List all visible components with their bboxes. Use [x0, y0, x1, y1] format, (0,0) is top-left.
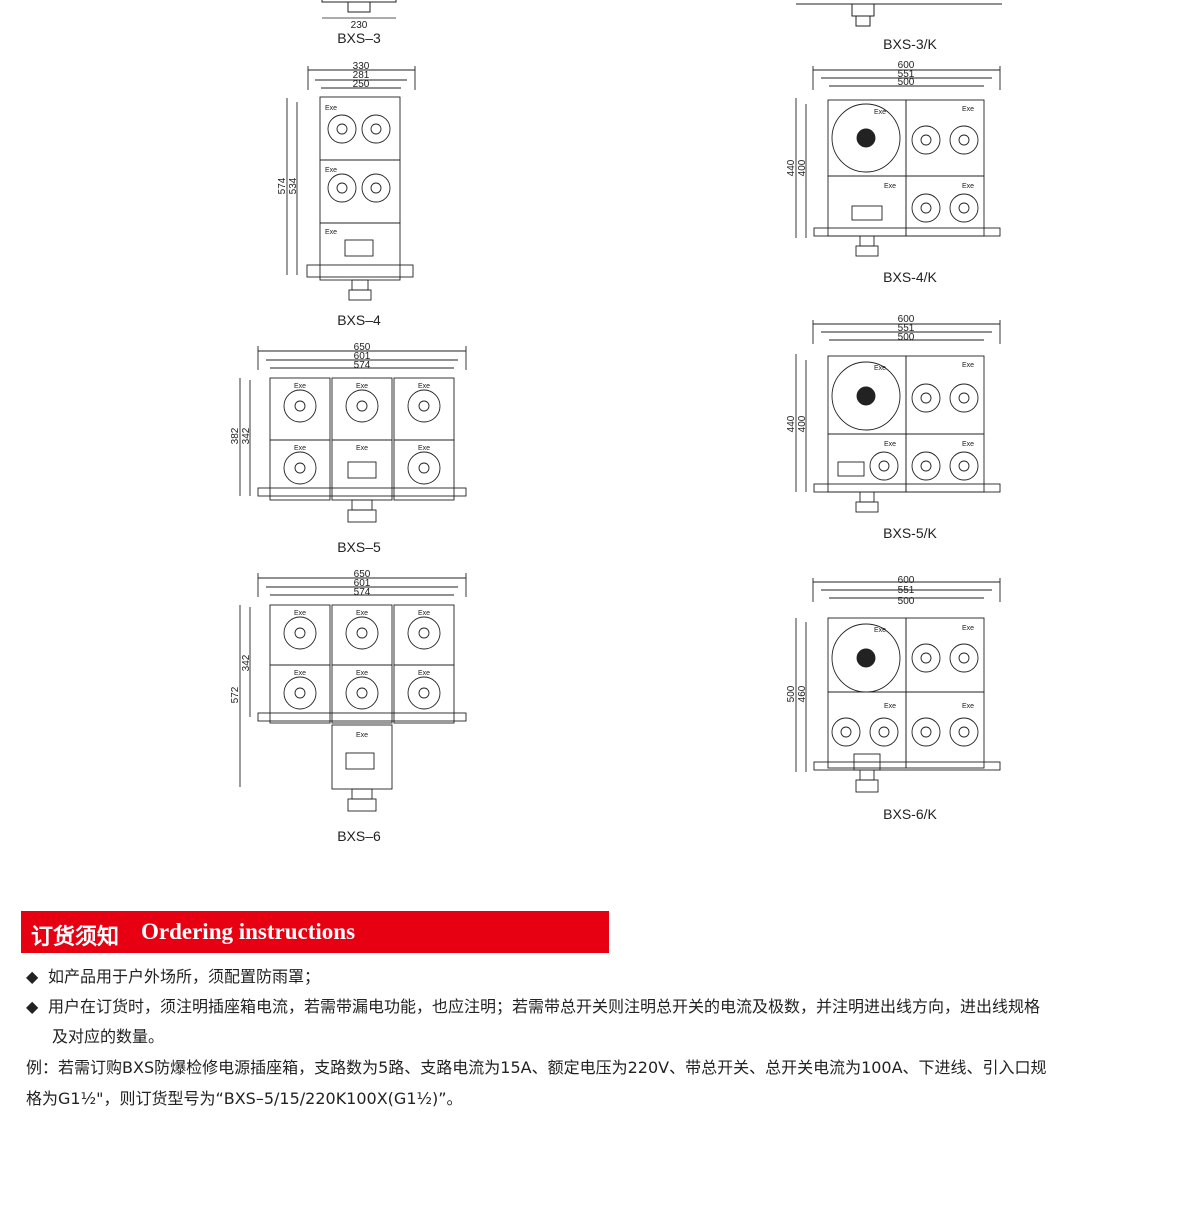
dim-text: 551: [898, 585, 915, 596]
figure-label: BXS-3/K: [883, 36, 937, 52]
exe-mark: Exe: [884, 183, 896, 190]
exe-mark: Exe: [418, 445, 430, 452]
dim-text: 500: [898, 332, 915, 343]
dim-text: 572: [230, 686, 241, 703]
exe-mark: Exe: [962, 625, 974, 632]
exe-mark: Exe: [962, 362, 974, 369]
figure-bxs-4k: 600 551 500 440 400 Exe Exe Exe Exe: [784, 60, 1006, 264]
ordering-item-text: 如产品用于户外场所，须配置防雨罩；: [48, 967, 321, 986]
dim-text: 534: [288, 177, 299, 194]
figure-label: BXS-6/K: [883, 806, 937, 822]
dim-text: 500: [786, 685, 797, 702]
figure-bxs-3: 230: [318, 0, 400, 31]
exe-mark: Exe: [884, 441, 896, 448]
dim-text: 382: [230, 427, 241, 444]
figure-label: BXS–4: [337, 312, 381, 328]
figure-label: BXS–3: [337, 30, 381, 46]
dim-text: 230: [351, 20, 368, 31]
figure-label: BXS-5/K: [883, 525, 937, 541]
ordering-banner: 订货须知 Ordering instructions: [21, 911, 609, 953]
dim-text: 330: [353, 61, 370, 72]
bullet-icon: ◆: [26, 967, 39, 986]
dim-text: 551: [898, 323, 915, 334]
dim-text: 600: [898, 575, 915, 586]
dim-text: 500: [898, 77, 915, 88]
ordering-item-2: ◆ 用户在订货时，须注明插座箱电流，若需带漏电功能，也应注明；若需带总开关则注明总…: [26, 992, 1040, 1022]
dim-text: 574: [354, 587, 371, 598]
dim-text: 600: [898, 314, 915, 325]
ordering-item-1: ◆ 如产品用于户外场所，须配置防雨罩；: [26, 962, 320, 992]
figure-bxs-4: 330 281 250 574 534 Exe Exe Exe: [275, 60, 420, 310]
figure-bxs-6k: 600 551 500 500 460 Exe Exe Exe Exe: [784, 572, 1006, 804]
dim-text: 440: [786, 415, 797, 432]
figure-bxs-3k: [796, 0, 1002, 30]
dim-text: 460: [797, 685, 808, 702]
dim-text: 650: [354, 342, 371, 353]
dim-text: 400: [797, 159, 808, 176]
dim-text: 601: [354, 351, 371, 362]
exe-mark: Exe: [325, 167, 337, 174]
exe-mark: Exe: [356, 670, 368, 677]
dim-text: 440: [786, 159, 797, 176]
ordering-title-en: Ordering instructions: [141, 919, 356, 944]
figure-label: BXS–5: [337, 539, 381, 555]
exe-mark: Exe: [294, 383, 306, 390]
figure-bxs-6: 650 601 574 342 572 Exe Exe Exe Exe Exe …: [228, 567, 470, 817]
exe-mark: Exe: [962, 703, 974, 710]
dim-text: 400: [797, 415, 808, 432]
exe-mark: Exe: [874, 365, 886, 372]
exe-mark: Exe: [962, 183, 974, 190]
exe-mark: Exe: [356, 383, 368, 390]
ordering-example-line-1: 例：若需订购BXS防爆检修电源插座箱，支路数为5路、支路电流为15A、额定电压为…: [26, 1058, 1047, 1077]
figure-label: BXS-4/K: [883, 269, 937, 285]
figure-label: BXS–6: [337, 828, 381, 844]
exe-mark: Exe: [356, 732, 368, 739]
dim-text: 650: [354, 569, 371, 580]
exe-mark: Exe: [874, 627, 886, 634]
exe-mark: Exe: [356, 445, 368, 452]
dim-text: 574: [354, 360, 371, 371]
exe-mark: Exe: [294, 610, 306, 617]
dim-text: 342: [241, 427, 252, 444]
exe-mark: Exe: [884, 703, 896, 710]
exe-mark: Exe: [325, 229, 337, 236]
ordering-item-text: 用户在订货时，须注明插座箱电流，若需带漏电功能，也应注明；若需带总开关则注明总开…: [48, 997, 1041, 1016]
ordering-title-cn: 订货须知: [31, 925, 120, 950]
dim-text: 342: [241, 654, 252, 671]
exe-mark: Exe: [294, 445, 306, 452]
dim-text: 250: [353, 79, 370, 90]
dim-text: 600: [898, 60, 915, 71]
exe-mark: Exe: [325, 105, 337, 112]
exe-mark: Exe: [418, 383, 430, 390]
figure-bxs-5k: 600 551 500 440 400 Exe Exe Exe Exe: [784, 312, 1006, 522]
exe-mark: Exe: [962, 441, 974, 448]
dim-text: 281: [353, 70, 370, 81]
exe-mark: Exe: [962, 106, 974, 113]
ordering-example-line-2: 格为G1½"，则订货型号为“BXS–5/15/220K100X(G1½)”。: [26, 1089, 463, 1108]
dim-text: 500: [898, 596, 915, 607]
bullet-icon: ◆: [26, 997, 39, 1016]
figure-bxs-5: 650 601 574 382 342 Exe Exe Exe Exe Exe …: [228, 340, 470, 530]
dim-text: 574: [277, 177, 288, 194]
dim-text: 601: [354, 578, 371, 589]
exe-mark: Exe: [356, 610, 368, 617]
exe-mark: Exe: [874, 109, 886, 116]
ordering-item-2-cont: 及对应的数量。: [52, 1027, 165, 1046]
exe-mark: Exe: [418, 670, 430, 677]
exe-mark: Exe: [294, 670, 306, 677]
exe-mark: Exe: [418, 610, 430, 617]
dim-text: 551: [898, 69, 915, 80]
